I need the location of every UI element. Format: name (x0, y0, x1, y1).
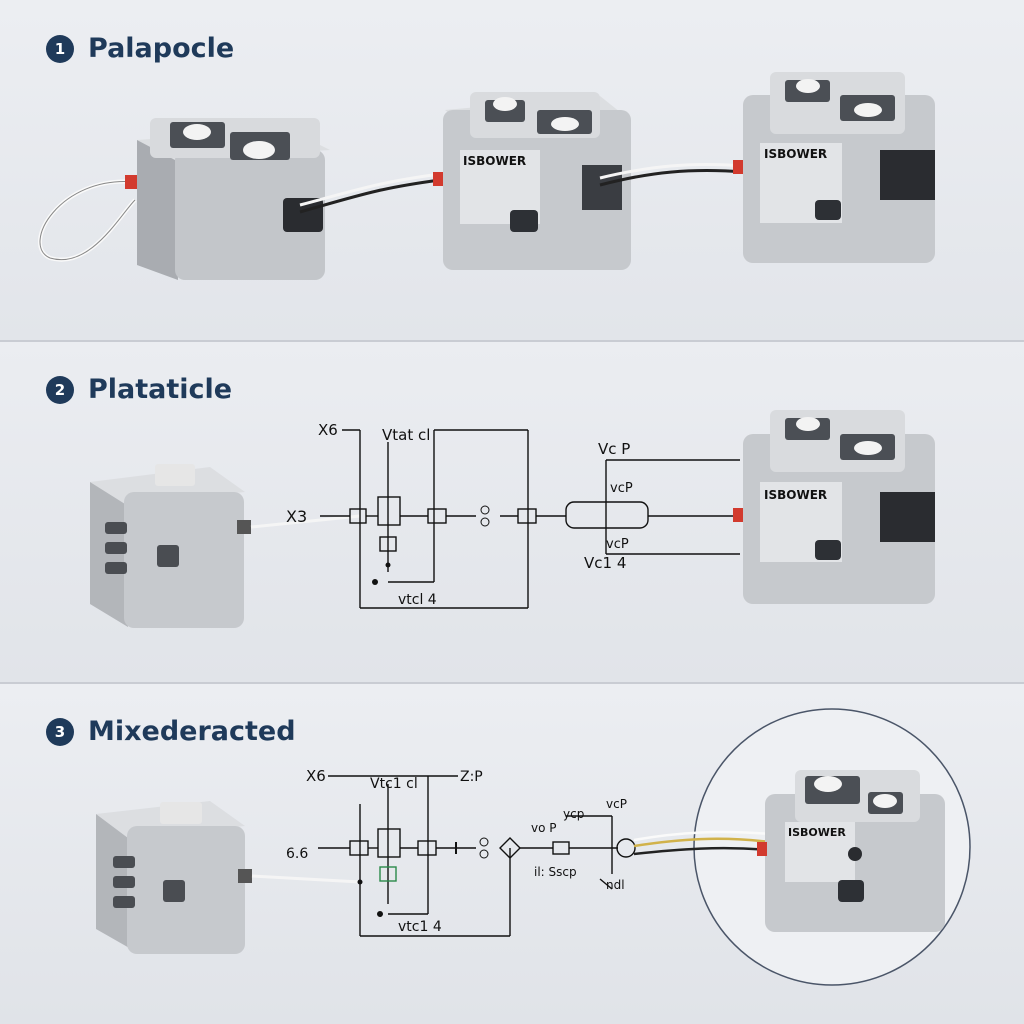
device-5: ISBOWER (757, 770, 945, 932)
label-6-6: 6.6 (286, 846, 308, 862)
device-2: ISBOWER (433, 92, 631, 270)
label-z: Z:P (460, 769, 483, 785)
device-4-label: ISBOWER (764, 488, 827, 502)
section-1-title: Palapocle (88, 33, 235, 64)
section-1-illustration: ISBOWER ISBOWER (38, 72, 935, 280)
section-2-schematic: X6 Vtat cl X3 vtcl 4 Vc P vcP vcP Vc1 4 … (90, 410, 935, 628)
plug-device (90, 464, 251, 628)
device-1 (125, 118, 330, 280)
label-vcp: vcP (606, 797, 627, 811)
label-vcp-small: vcP (610, 481, 633, 496)
label-vtcl-top: Vtat cl (382, 426, 430, 444)
device-3-label: ISBOWER (764, 147, 827, 161)
section-2-panel: 2 Plataticle (0, 342, 1024, 682)
label-ycp: ycp (563, 807, 584, 821)
section-3-schematic: X6 Vtc1 cl Z:P 6.6 vtc1 4 vo P ycp vcP i… (96, 708, 971, 986)
section-3-panel: 3 Mixederacted (0, 684, 1024, 1024)
label-vc14: Vc1 4 (584, 554, 626, 572)
section-3-title: Mixederacted (88, 716, 296, 747)
section-1-number: 1 (46, 34, 74, 63)
section-2-heading: 2 Plataticle (46, 374, 232, 405)
loop-wire (38, 179, 137, 262)
device-5-label: ISBOWER (788, 826, 846, 839)
label-ndl: ndl (606, 878, 625, 892)
plug-device (96, 801, 252, 954)
device-2-label: ISBOWER (463, 154, 526, 168)
label-iscp: il: Sscp (534, 865, 577, 879)
label-vcp: Vc P (598, 440, 630, 458)
label-vop: vo P (531, 821, 557, 835)
label-x6: X6 (318, 421, 338, 439)
label-vcp-lower: vcP (606, 537, 629, 552)
label-vtcl-bottom: vtcl 4 (398, 592, 437, 608)
device-4: ISBOWER (733, 410, 935, 604)
cable-2 (599, 169, 746, 187)
section-1-panel: 1 Palapocle (0, 0, 1024, 340)
section-1-heading: 1 Palapocle (46, 33, 234, 64)
label-x6: X6 (306, 767, 326, 785)
section-3-number: 3 (46, 717, 74, 746)
device-3: ISBOWER (733, 72, 935, 263)
section-2-title: Plataticle (88, 374, 233, 405)
section-divider (0, 340, 1024, 342)
circuit-lines (320, 429, 740, 609)
label-x3: X3 (286, 507, 307, 526)
section-divider (0, 682, 1024, 684)
section-2-number: 2 (46, 375, 74, 404)
label-vtcl-bottom: vtc1 4 (398, 919, 442, 935)
section-3-heading: 3 Mixederacted (46, 716, 296, 747)
cable-1 (299, 178, 441, 214)
circuit-lines (318, 775, 636, 937)
label-vtcl-top: Vtc1 cl (370, 776, 418, 792)
